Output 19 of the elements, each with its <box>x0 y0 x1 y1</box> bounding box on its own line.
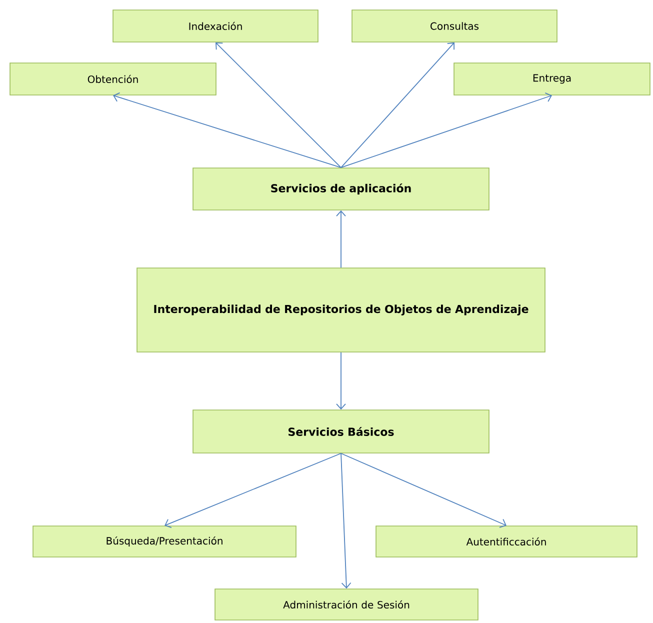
process-box: Búsqueda/Presentación <box>32 526 296 558</box>
arrow <box>336 352 346 410</box>
process-box: Interoperabilidad de Repositorios de Objetos de Aprendizaje <box>136 268 546 352</box>
process-box: Indexación <box>112 10 318 42</box>
arrow <box>216 42 342 168</box>
process-box: Obtención <box>10 62 216 96</box>
arrow <box>340 452 352 589</box>
arrow <box>113 92 342 168</box>
process-box: Servicios de aplicación <box>192 168 490 210</box>
process-box: Autentificcación <box>376 526 638 558</box>
arrow <box>340 42 454 168</box>
process-box: Consultas <box>352 10 558 42</box>
process-box: Entrega <box>454 62 650 96</box>
process-box: Servicios Básicos <box>192 410 490 454</box>
arrow <box>336 210 346 268</box>
arrow <box>340 452 506 528</box>
process-box: Administración de Sesión <box>214 588 478 620</box>
arrow <box>340 92 552 168</box>
arrow <box>164 452 342 528</box>
